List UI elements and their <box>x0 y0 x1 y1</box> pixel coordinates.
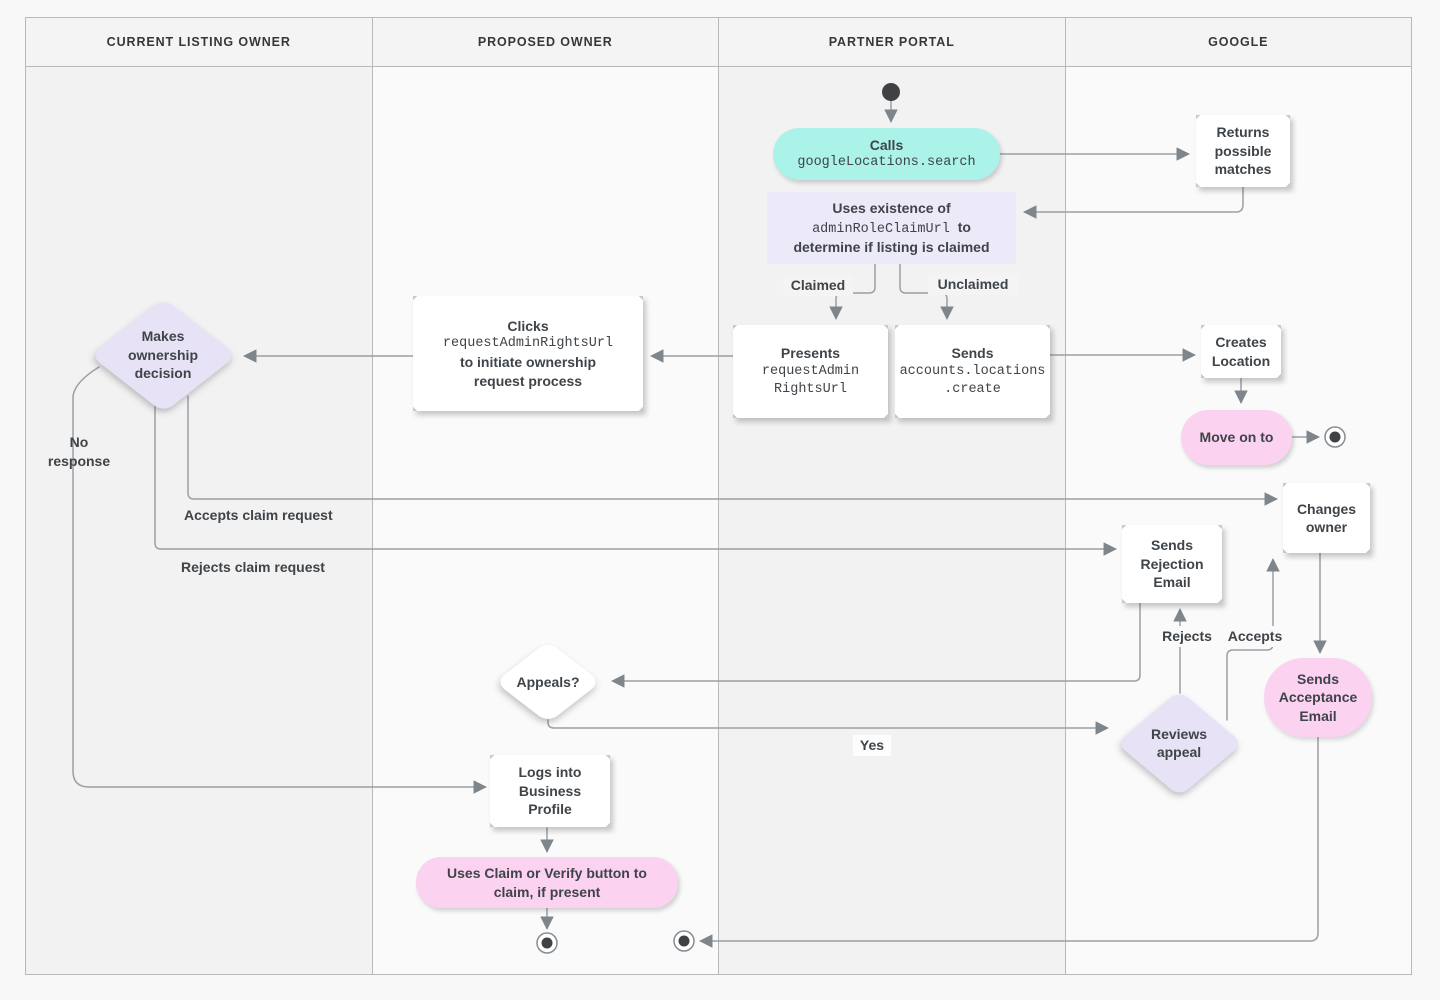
edge-label-rejects: Rejects <box>1155 626 1219 647</box>
code-text: .create <box>944 381 1001 397</box>
edge-label-yes: Yes <box>853 735 891 756</box>
edge-label-claimed: Claimed <box>783 275 853 296</box>
node-makes-ownership-decision: Makes ownership decision <box>89 297 237 413</box>
edge-accepts-claim <box>187 395 1279 506</box>
end-node-partner-portal <box>673 930 695 952</box>
node-line: Uses existence of <box>832 200 951 217</box>
edge-label-rejects-claim-request: Rejects claim request <box>181 559 325 575</box>
node-label: Reviews appeal <box>1150 725 1208 760</box>
node-line: to initiate ownership <box>459 354 597 371</box>
edge-unclaimed <box>899 263 954 321</box>
lane-header: CURRENT LISTING OWNER <box>26 18 372 67</box>
node-line: Clicks <box>507 317 549 334</box>
code-text: RightsUrl <box>774 381 847 397</box>
edge-appeals-yes-to-reviews <box>547 719 1110 735</box>
lane-header: PROPOSED OWNER <box>372 18 718 67</box>
edge-no-response <box>72 366 488 794</box>
lane-body <box>26 67 372 974</box>
code-text: requestAdmin <box>761 363 860 379</box>
edge-label-no-response: No response <box>47 434 111 469</box>
edge-rejects-claim <box>154 395 1118 556</box>
node-label: Move on to <box>1199 429 1274 446</box>
node-title: Presents <box>780 345 841 362</box>
edge-rejection-to-appeals <box>610 602 1141 688</box>
node-label: Appeals? <box>516 673 580 690</box>
lane-header: GOOGLE <box>1065 18 1411 67</box>
node-changes-owner: Changes owner <box>1283 483 1370 553</box>
node-label: Sends Acceptance Email <box>1278 670 1358 724</box>
start-node <box>882 83 900 101</box>
node-line: adminRoleClaimUrl to <box>812 218 971 239</box>
node-label: Sends Rejection Email <box>1140 537 1204 591</box>
node-reviews-appeal: Reviews appeal <box>1115 689 1243 797</box>
code-text: googleLocations.search <box>797 155 976 171</box>
node-label: Creates Location <box>1211 334 1271 369</box>
node-label: Returns possible matches <box>1214 124 1272 178</box>
node-logs-into-business-profile: Logs into Business Profile <box>490 755 610 827</box>
edge-label-unclaimed: Unclaimed <box>928 274 1018 295</box>
code-text: requestAdminRightsUrl <box>442 336 614 352</box>
edge-returns-to-uses-existence <box>1022 186 1244 219</box>
node-line-suffix: to <box>957 218 971 235</box>
node-appeals-decision: Appeals? <box>495 640 601 724</box>
edge-acceptance-to-end <box>698 736 1319 948</box>
edge-claimed <box>829 263 876 321</box>
node-title: Calls <box>869 136 904 153</box>
edge-label-accepts-claim-request: Accepts claim request <box>184 507 333 523</box>
node-label: Changes owner <box>1296 500 1357 535</box>
end-node-google <box>1324 426 1346 448</box>
code-text: accounts.locations <box>899 363 1046 379</box>
node-label: Uses Claim or Verify button to claim, if… <box>447 865 647 900</box>
node-uses-claim-or-verify: Uses Claim or Verify button to claim, if… <box>416 857 678 908</box>
node-sends-accounts-locations-create: Sends accounts.locations .create <box>895 325 1050 418</box>
node-presents-requestadminrightsurl: Presents requestAdmin RightsUrl <box>733 325 888 418</box>
node-line: determine if listing is claimed <box>793 239 990 256</box>
lane-current-listing-owner: CURRENT LISTING OWNER <box>26 18 373 974</box>
node-line: request process <box>473 372 583 389</box>
node-calls-googlelocations-search: Calls googleLocations.search <box>773 128 1000 180</box>
node-clicks-requestadminrightsurl: Clicks requestAdminRightsUrl to initiate… <box>413 296 643 411</box>
code-text: adminRoleClaimUrl <box>812 221 950 237</box>
end-node-proposed-owner <box>536 932 558 954</box>
node-returns-possible-matches: Returns possible matches <box>1196 115 1290 187</box>
node-sends-acceptance-email: Sends Acceptance Email <box>1264 658 1372 737</box>
lane-header: PARTNER PORTAL <box>719 18 1065 67</box>
node-uses-existence-adminroleclaimurl: Uses existence of adminRoleClaimUrl to d… <box>767 192 1016 264</box>
node-creates-location: Creates Location <box>1201 325 1281 378</box>
node-title: Sends <box>951 345 994 362</box>
node-label: Makes ownership decision <box>127 328 198 382</box>
node-label: Logs into Business Profile <box>518 764 582 818</box>
node-move-on-to: Move on to <box>1181 410 1292 465</box>
edge-label-accepts: Accepts <box>1221 626 1289 647</box>
node-sends-rejection-email: Sends Rejection Email <box>1122 525 1222 603</box>
